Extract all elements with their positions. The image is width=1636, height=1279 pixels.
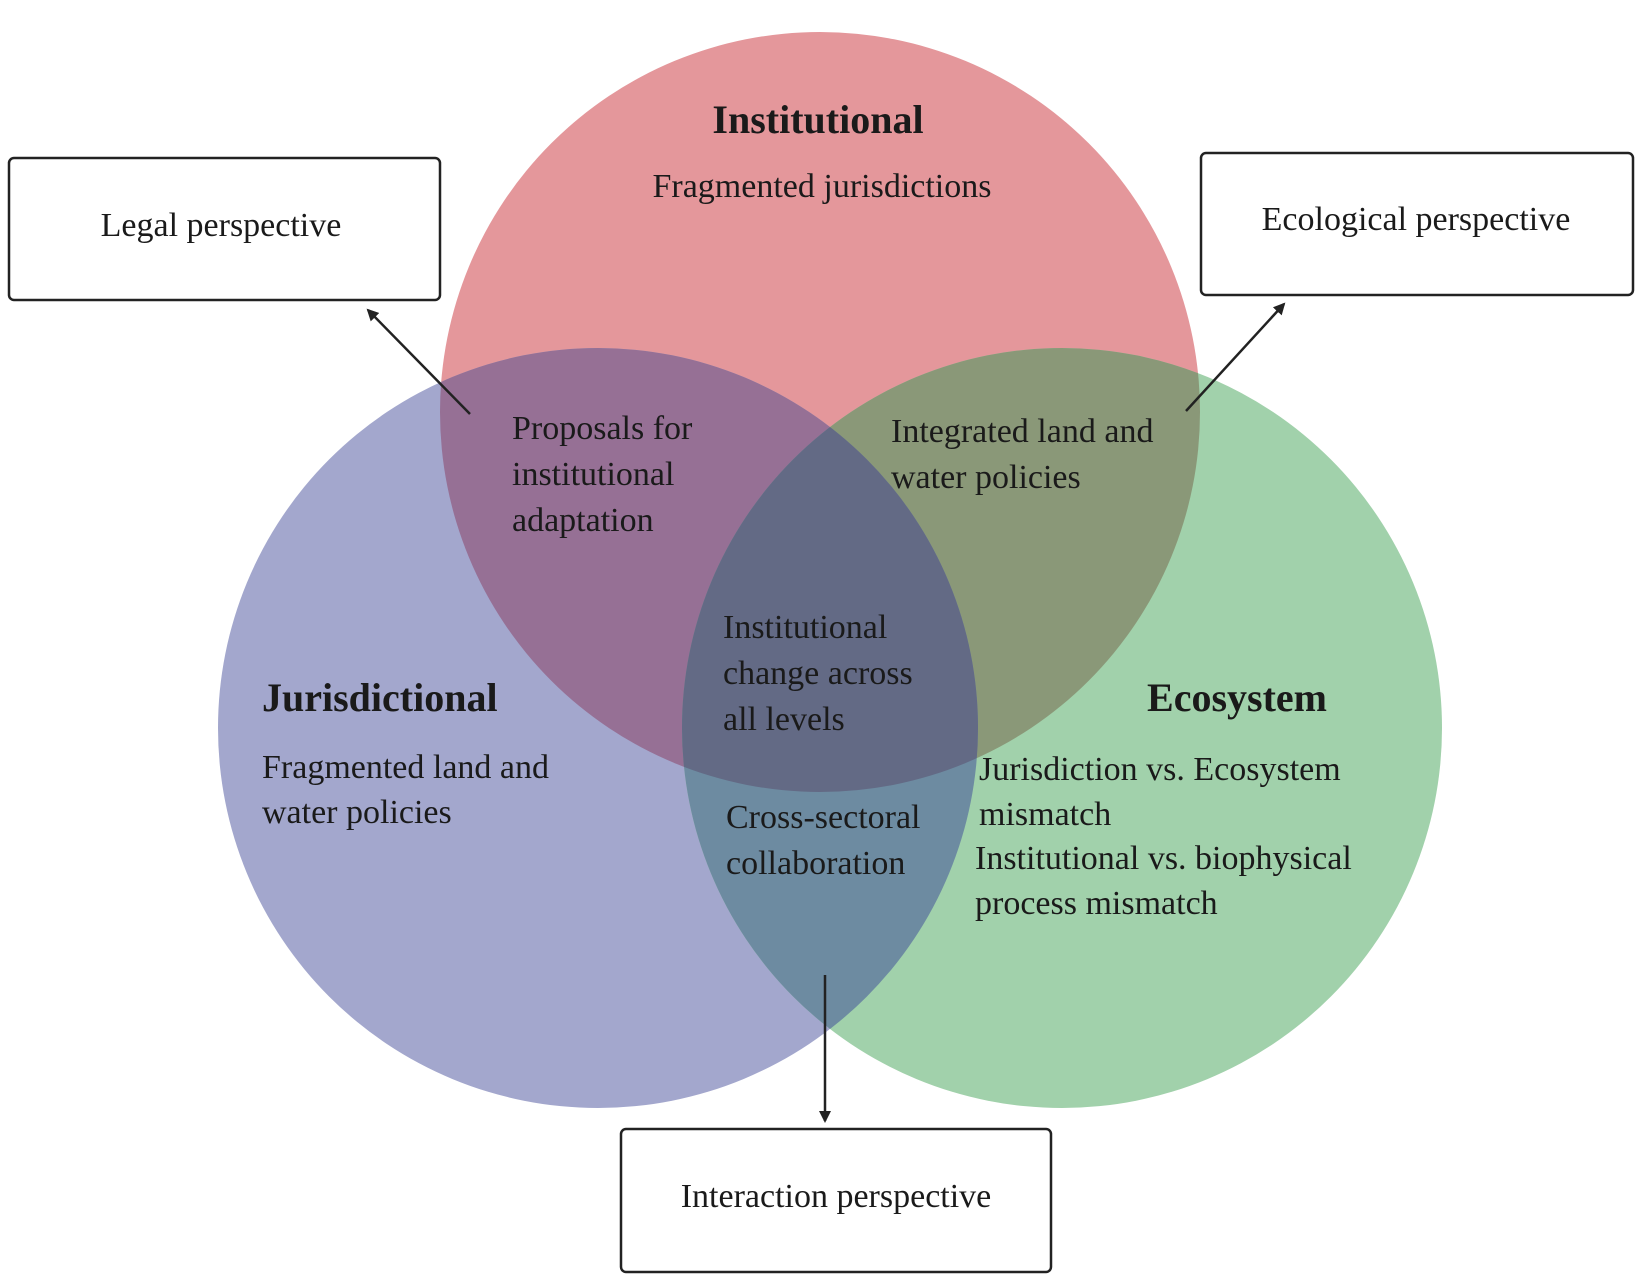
ecosystem-line-4: process mismatch bbox=[975, 885, 1218, 922]
overlap-ij-line-3: adaptation bbox=[512, 502, 654, 539]
jurisdictional-line-2: water policies bbox=[262, 794, 452, 831]
overlap-je-line-2: collaboration bbox=[726, 845, 905, 882]
center-line-2: change across bbox=[723, 655, 913, 692]
overlap-ie-line-1: Integrated land and bbox=[891, 413, 1153, 450]
interaction-perspective-label: Interaction perspective bbox=[681, 1178, 992, 1215]
legal-perspective-label: Legal perspective bbox=[101, 207, 342, 244]
ecosystem-title: Ecosystem bbox=[1147, 675, 1327, 720]
legal-perspective-box bbox=[7, 156, 442, 302]
ecosystem-line-3: Institutional vs. biophysical bbox=[975, 840, 1352, 877]
ecological-perspective-label: Ecological perspective bbox=[1262, 201, 1571, 238]
legal-perspective-arrow bbox=[366, 308, 471, 415]
institutional-line-1: Fragmented jurisdictions bbox=[652, 168, 991, 205]
ecosystem-line-2: mismatch bbox=[979, 796, 1111, 833]
jurisdictional-line-1: Fragmented land and bbox=[262, 749, 549, 786]
interaction-perspective-box bbox=[619, 1127, 1053, 1274]
overlap-ie-line-2: water policies bbox=[891, 459, 1081, 496]
institutional-title: Institutional bbox=[712, 97, 923, 142]
center-line-3: all levels bbox=[723, 701, 845, 738]
ecosystem-line-1: Jurisdiction vs. Ecosystem bbox=[979, 751, 1341, 788]
ecological-perspective-arrow bbox=[1185, 302, 1286, 412]
center-line-1: Institutional bbox=[723, 609, 887, 646]
center-overlap bbox=[682, 348, 978, 792]
overlap-ij-line-2: institutional bbox=[512, 456, 674, 493]
jurisdictional-title: Jurisdictional bbox=[262, 675, 498, 720]
ecological-perspective-box bbox=[1199, 151, 1635, 297]
overlap-je-line-1: Cross-sectoral bbox=[726, 799, 921, 836]
overlap-ij-line-1: Proposals for bbox=[512, 410, 693, 447]
